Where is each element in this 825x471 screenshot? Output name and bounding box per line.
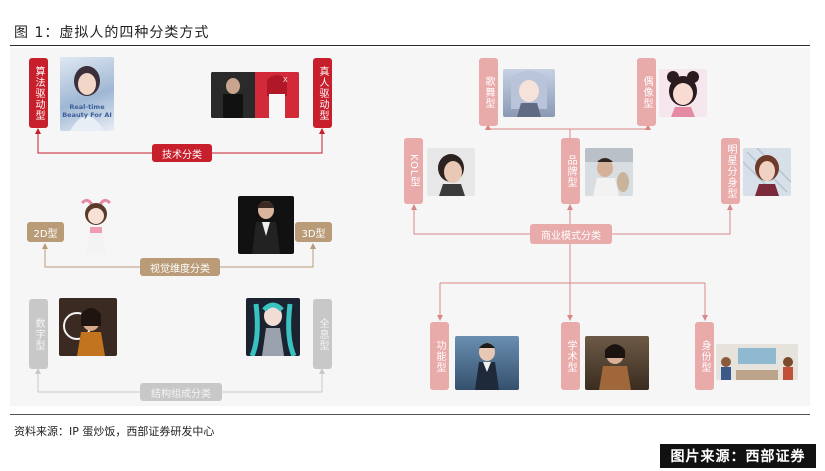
human-driven-photo: X (211, 72, 299, 118)
identity-box: 身份型 (695, 322, 714, 390)
functional-avatar-photo (455, 336, 519, 390)
algorithm-avatar-photo: Real-time Beauty For AI (60, 57, 114, 131)
digital-avatar-photo (59, 298, 117, 356)
idol-box: 偶像型 (637, 58, 656, 126)
functional-box: 功能型 (430, 322, 449, 390)
kol-avatar-photo (427, 148, 475, 196)
hologram-type-box: 全息型 (313, 299, 332, 369)
technical-classification-box: 技术分类 (152, 144, 212, 162)
footer-rule (10, 414, 810, 415)
celebrity-avatar-photo (743, 148, 791, 196)
2d-type-box: 2D型 (27, 222, 64, 242)
algorithm-photo-caption: Real-time Beauty For AI (62, 103, 112, 119)
visual-classification-box: 视觉维度分类 (140, 258, 220, 276)
singing-avatar-photo (503, 69, 555, 117)
academic-avatar-photo (585, 336, 649, 390)
hologram-avatar-photo (246, 298, 300, 356)
brand-box: 品牌型 (561, 138, 580, 204)
kol-box: KOL型 (404, 138, 423, 204)
brand-avatar-photo (585, 148, 633, 196)
2d-avatar-photo (79, 197, 113, 255)
3d-type-box: 3D型 (295, 222, 332, 242)
svg-text:X: X (283, 77, 288, 84)
source-watermark: 图片来源：西部证券 (660, 444, 816, 468)
commercial-classification-box: 商业模式分类 (530, 224, 612, 244)
singing-dancing-box: 歌舞型 (479, 58, 498, 126)
algorithm-driven-box: 算法驱动型 (29, 58, 48, 128)
idol-avatar-photo (659, 69, 707, 117)
celebrity-avatar-box: 明星分身型 (721, 138, 740, 204)
page-title: 图 1：虚拟人的四种分类方式 (14, 25, 210, 41)
title-rule (10, 45, 810, 47)
structure-classification-box: 结构组成分类 (140, 383, 222, 401)
academic-box: 学术型 (561, 322, 580, 390)
3d-avatar-photo (238, 196, 294, 254)
human-driven-box: 真人驱动型 (313, 58, 332, 128)
digital-type-box: 数字型 (29, 299, 48, 369)
source-note: 资料来源：IP 蛋炒饭，西部证券研发中心 (14, 425, 215, 438)
identity-avatar-photo (716, 344, 798, 380)
